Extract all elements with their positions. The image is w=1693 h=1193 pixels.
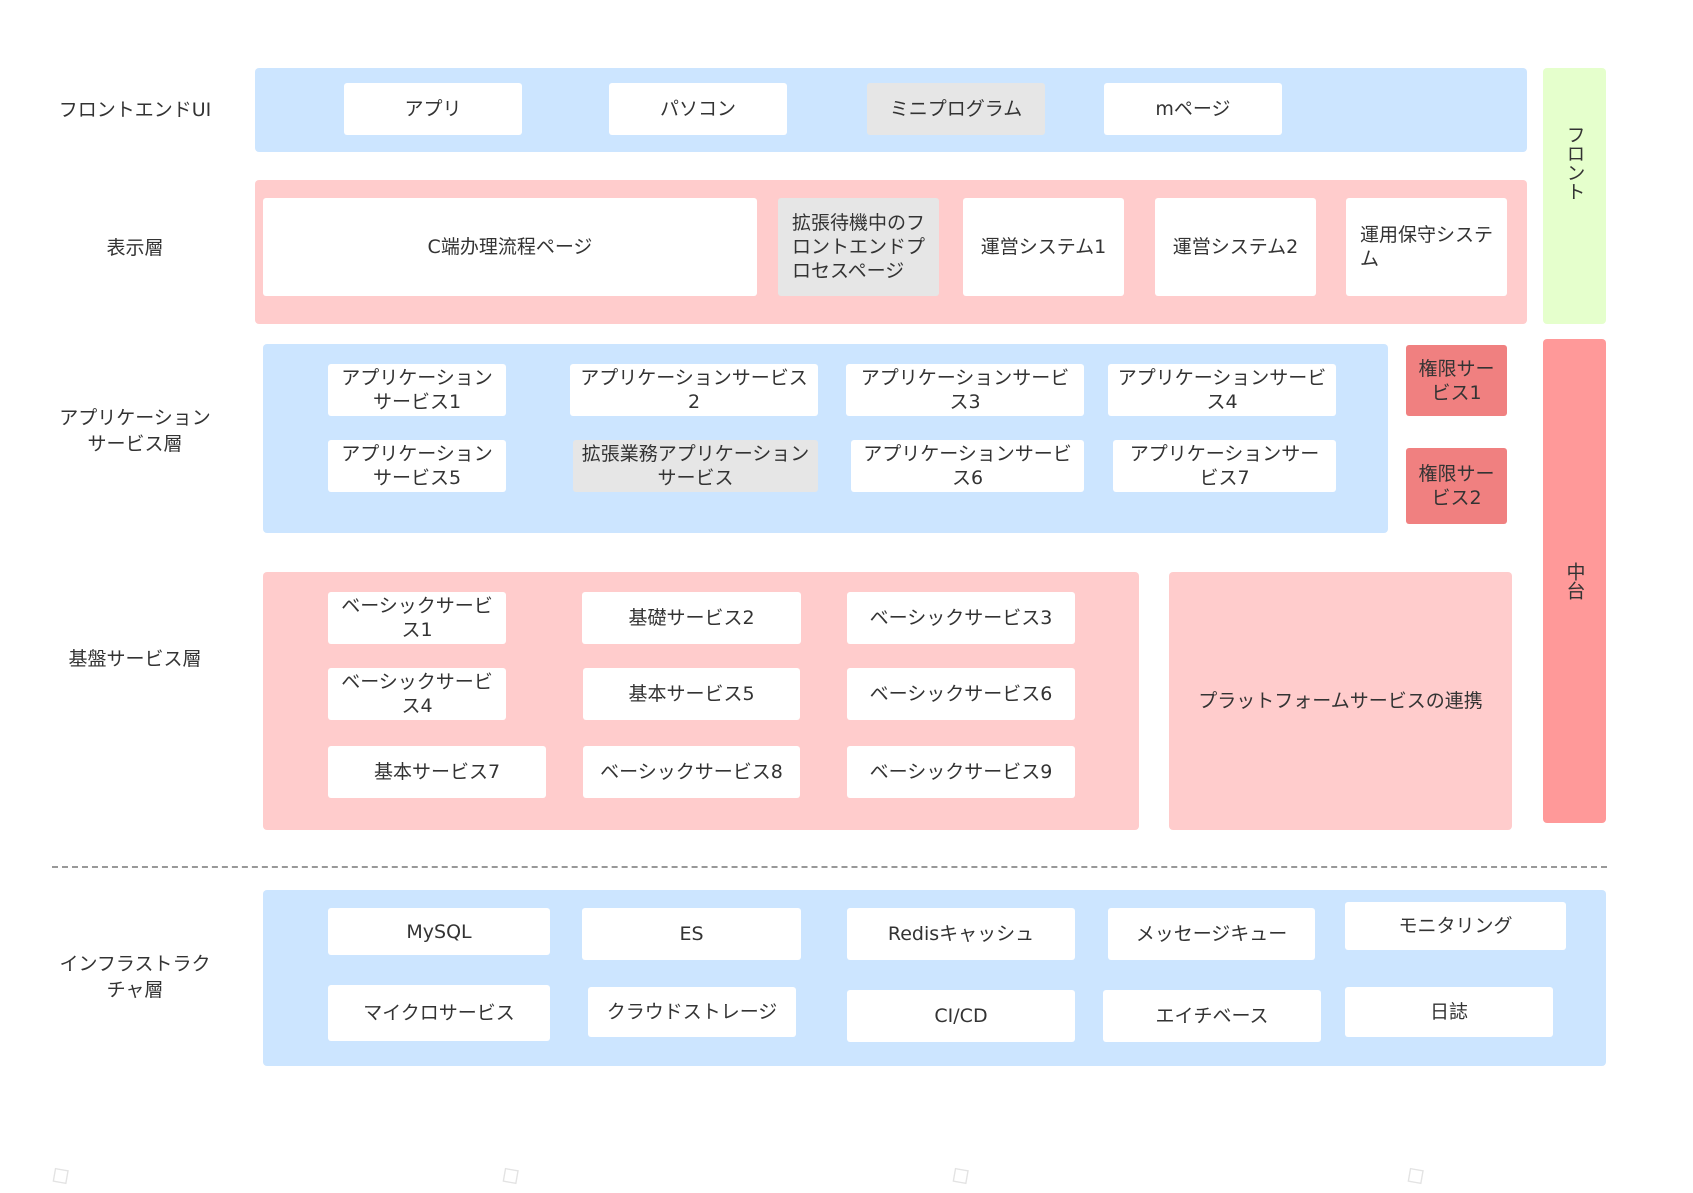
- infra-item: エイチベース: [1103, 990, 1321, 1042]
- platform-service-link: プラットフォームサービスの連携: [1198, 690, 1483, 712]
- base-service-item: ベーシックサービス4: [328, 668, 506, 720]
- display-item: 運用保守システム: [1346, 198, 1507, 296]
- base-service-item: ベーシックサービス9: [847, 746, 1075, 798]
- permission-service-2: 権限サービス2: [1406, 448, 1507, 524]
- base-service-item: ベーシックサービス6: [847, 668, 1075, 720]
- base-service-item: ベーシックサービス3: [847, 592, 1075, 644]
- watermark-logo: ◇: [493, 1156, 527, 1193]
- frontend-item: ミニプログラム: [867, 83, 1045, 135]
- base-service-item: 基本サービス7: [328, 746, 546, 798]
- app-service-item: アプリケーションサービス4: [1108, 364, 1336, 416]
- row-label-infra: インフラストラク チャ層: [59, 953, 211, 1001]
- front-side-label: フロント: [1563, 125, 1586, 201]
- watermark-logo: ◇: [1398, 1156, 1432, 1193]
- middle-side-panel: 中台: [1543, 339, 1606, 823]
- display-item: 拡張待機中のフロントエンドプロセスページ: [778, 198, 939, 296]
- display-item: C端办理流程ページ: [263, 198, 757, 296]
- base-service-item: ベーシックサービス1: [328, 592, 506, 644]
- frontend-item: mページ: [1104, 83, 1282, 135]
- infra-item: CI/CD: [847, 990, 1075, 1042]
- base-service-panel: ベーシックサービス1 基礎サービス2 ベーシックサービス3 ベーシックサービス4…: [263, 572, 1139, 830]
- app-service-item: アプリケーションサービス5: [328, 440, 506, 492]
- app-service-item: アプリケーションサービス3: [846, 364, 1084, 416]
- watermark-logo: ◇: [43, 1156, 77, 1193]
- app-service-panel: アプリケーションサービス1 アプリケーションサービス2 アプリケーションサービス…: [263, 344, 1388, 533]
- infra-panel: MySQL ES Redisキャッシュ メッセージキュー モニタリング マイクロ…: [263, 890, 1606, 1066]
- base-service-item: 基本サービス5: [583, 668, 800, 720]
- infra-item: クラウドストレージ: [588, 987, 796, 1037]
- infra-item: マイクロサービス: [328, 985, 550, 1041]
- app-service-item: アプリケーションサービス2: [570, 364, 818, 416]
- infra-item: 日誌: [1345, 987, 1553, 1037]
- app-service-item: アプリケーションサービス6: [851, 440, 1084, 492]
- app-service-item: アプリケーションサービス1: [328, 364, 506, 416]
- app-service-item: アプリケーションサービス7: [1113, 440, 1336, 492]
- watermark-logo: ◇: [943, 1156, 977, 1193]
- row-label-display: 表示層: [106, 237, 164, 259]
- infra-item: ES: [582, 908, 801, 960]
- base-service-item: 基礎サービス2: [582, 592, 801, 644]
- middle-side-label: 中台: [1563, 562, 1586, 600]
- row-label-frontend: フロントエンドUI: [58, 99, 212, 121]
- row-label-base-service: 基盤サービス層: [68, 648, 202, 670]
- display-item: 運営システム2: [1155, 198, 1316, 296]
- infra-item: モニタリング: [1345, 902, 1566, 950]
- frontend-item: パソコン: [609, 83, 787, 135]
- infra-item: メッセージキュー: [1108, 908, 1315, 960]
- layer-divider: [52, 866, 1607, 868]
- infra-item: Redisキャッシュ: [847, 908, 1075, 960]
- row-label-app-service: アプリケーション サービス層: [59, 407, 211, 455]
- base-service-item: ベーシックサービス8: [583, 746, 800, 798]
- permission-service-1: 権限サービス1: [1406, 345, 1507, 416]
- display-panel: C端办理流程ページ 拡張待機中のフロントエンドプロセスページ 運営システム1 運…: [255, 180, 1527, 324]
- app-service-item: 拡張業務アプリケーションサービス: [573, 440, 818, 492]
- frontend-panel: アプリ パソコン ミニプログラム mページ: [255, 68, 1527, 152]
- display-item: 運営システム1: [963, 198, 1124, 296]
- frontend-item: アプリ: [344, 83, 522, 135]
- platform-panel: プラットフォームサービスの連携: [1169, 572, 1512, 830]
- infra-item: MySQL: [328, 908, 550, 955]
- front-side-panel: フロント: [1543, 68, 1606, 324]
